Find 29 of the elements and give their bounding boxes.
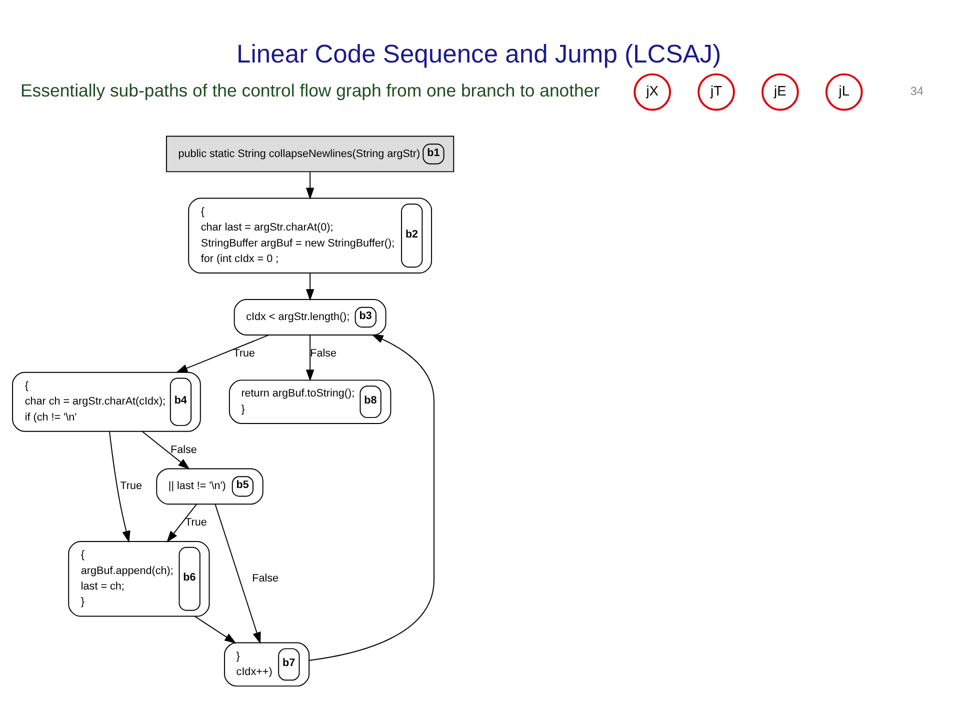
label: 34 [910, 84, 924, 98]
node-box: cIdx < argStr.length(); b3 [234, 298, 386, 335]
node-box: { char ch = argStr.charAt(cIdx); if (ch != '\n' b4 [12, 371, 201, 432]
label: jX [646, 83, 658, 98]
arrow [176, 334, 270, 372]
label: jL [838, 83, 850, 98]
label: Essentially sub-paths of the control flow graph from one branch to another [20, 80, 600, 100]
edge-label: False [252, 572, 279, 584]
arrow [194, 615, 236, 644]
arrow [308, 334, 434, 660]
edge-label: True [120, 480, 142, 492]
edge-label: True [185, 516, 207, 528]
arrow [306, 272, 314, 300]
edge-label: True [233, 346, 256, 359]
label: jE [774, 83, 786, 98]
arrow [166, 503, 197, 542]
node-box: { char last = argStr.charAt(0); StringBuffer argBuf = new StringBuffer(); for (int cIdx = 0 ; b2 [188, 197, 432, 273]
arrow [142, 430, 190, 470]
edge-label: False [170, 443, 197, 456]
node-box: || last != '\n') b5 [156, 468, 264, 504]
label: jT [710, 83, 722, 98]
edge-label: False [310, 346, 337, 359]
node-box: return argBuf.toString(); } b8 [228, 379, 392, 424]
arrow [108, 430, 130, 542]
arrow [214, 503, 261, 644]
node-box: public static String collapseNewlines(String argStr) b1 [166, 135, 454, 172]
arrow [306, 334, 314, 381]
arrow [306, 170, 314, 200]
diagram-title: Linear Code Sequence and Jump (LCSAJ) [236, 40, 722, 68]
